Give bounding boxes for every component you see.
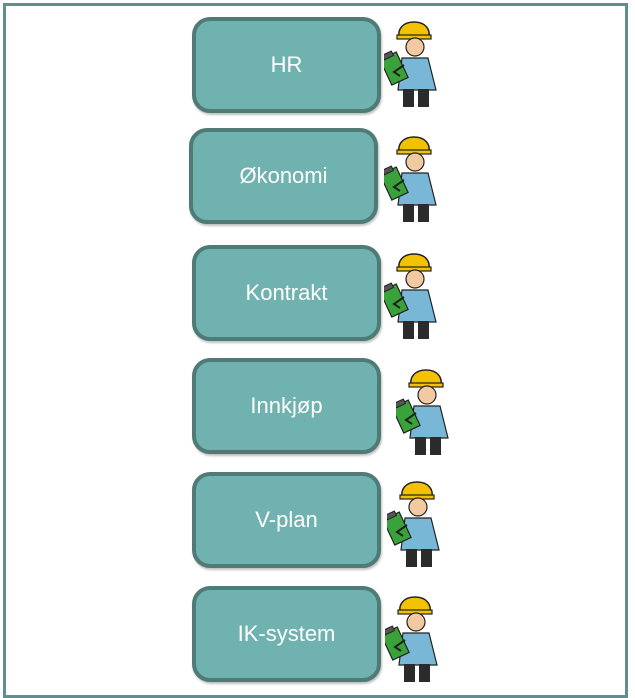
- worker-with-clipboard-icon: [385, 596, 438, 682]
- box-kontrakt-label: Kontrakt: [245, 280, 328, 305]
- box-innkjop: Innkjøp: [192, 358, 381, 454]
- worker-with-clipboard-icon: [384, 253, 437, 339]
- box-okonomi-label: Økonomi: [239, 163, 328, 188]
- diagram-frame: [3, 3, 628, 698]
- box-v-plan-label: V-plan: [255, 507, 318, 532]
- box-hr: HR: [192, 17, 381, 113]
- worker-with-clipboard-icon: [396, 369, 449, 455]
- box-v-plan: V-plan: [192, 472, 381, 568]
- worker-with-clipboard-icon: [387, 481, 440, 567]
- box-innkjop-label: Innkjøp: [250, 393, 323, 418]
- box-hr-label: HR: [270, 52, 303, 77]
- worker-with-clipboard-icon: [384, 21, 437, 107]
- worker-with-clipboard-icon: [384, 136, 437, 222]
- box-kontrakt: Kontrakt: [192, 245, 381, 341]
- box-ik-system-label: IK-system: [237, 621, 336, 646]
- box-ik-system: IK-system: [192, 586, 381, 682]
- box-okonomi: Økonomi: [189, 128, 378, 224]
